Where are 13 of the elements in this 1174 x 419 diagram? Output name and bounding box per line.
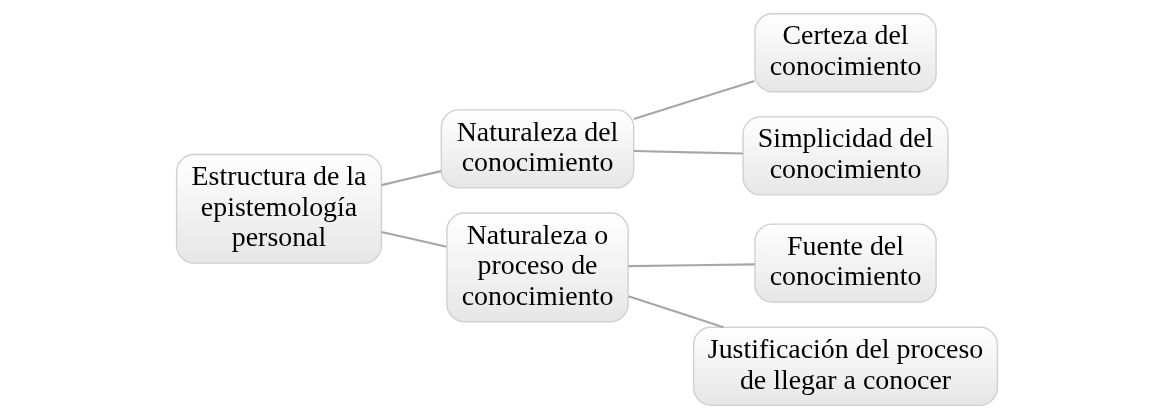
connector [633, 150, 743, 155]
node-box: Naturaleza o proceso de conocimiento [446, 212, 629, 323]
connector [628, 263, 755, 268]
node-box: Justificación del proceso de llegar a conocer [692, 326, 999, 406]
connector [633, 79, 755, 120]
connector [628, 295, 724, 329]
node-box: Fuente del conocimiento [754, 223, 937, 303]
connector [381, 230, 447, 248]
connector [381, 170, 442, 187]
node-box: Certeza del conocimiento [754, 13, 937, 93]
node-box: Naturaleza del conocimiento [440, 109, 635, 189]
node-box: Estructura de la epistemología personal [175, 153, 383, 264]
node-box: Simplicidad del conocimiento [742, 116, 949, 196]
